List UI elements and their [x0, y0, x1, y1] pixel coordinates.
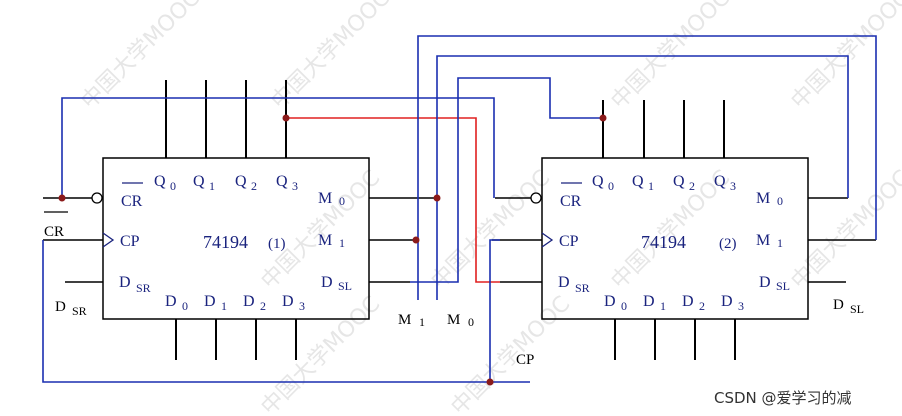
chip-1-q1-label: Q — [193, 173, 205, 190]
chip-1: Q 0 Q 1 Q 2 Q 3 CR CP D SR D 0 D 1 D 2 D… — [43, 80, 437, 360]
chip-2-index: (2) — [719, 236, 737, 252]
chip-2-q3-label: Q — [714, 173, 726, 190]
chip-1-name: 74194 — [203, 232, 248, 252]
chip-2-d1-sub: 1 — [660, 299, 666, 313]
chip-2-m0-label: M — [756, 190, 770, 207]
chip-2: Q 0 Q 1 Q 2 Q 3 CR CP D SR D 0 D 1 D 2 D… — [492, 100, 876, 360]
cp-bottom-wire — [42, 240, 530, 383]
chip-2-d0-label: D — [604, 293, 616, 310]
cr-shared-wire — [61, 97, 495, 198]
chip-1-dsl-label: D — [321, 274, 333, 291]
chip-1-m1-label: M — [318, 232, 332, 249]
q3-to-dsr-wire — [286, 117, 500, 283]
m0-shared-wire — [436, 55, 849, 300]
external-dsl-label: D — [833, 297, 844, 313]
chip-2-d2-label: D — [682, 293, 694, 310]
chip-2-q1-sub: 1 — [648, 179, 654, 193]
chip-1-d0-label: D — [165, 293, 177, 310]
chip-2-q1-label: Q — [632, 173, 644, 190]
credit-text: CSDN @爱学习的减 — [714, 389, 852, 407]
chip-2-body — [541, 157, 809, 320]
watermark-text: 中国大学MOOC — [607, 0, 736, 114]
chip-2-m1-sub: 1 — [777, 236, 783, 250]
chip-2-d1-label: D — [643, 293, 655, 310]
chip-2-dsr-label: D — [558, 274, 570, 291]
junction-node — [282, 114, 290, 122]
chip-2-cr-bubble — [530, 192, 542, 204]
q0-to-dsl-wire — [410, 77, 603, 283]
chip-2-d0-sub: 0 — [621, 299, 627, 313]
chip-2-dsl-sub: SL — [776, 279, 790, 293]
chip-1-q0-sub: 0 — [170, 179, 176, 193]
external-cr-label: CR — [44, 224, 64, 240]
chip-1-d3-label: D — [282, 293, 294, 310]
junction-node — [599, 114, 607, 122]
chip-2-d3-label: D — [721, 293, 733, 310]
external-dsl-sub: SL — [850, 302, 864, 316]
chip-2-name: 74194 — [641, 232, 686, 252]
chip-1-q1-sub: 1 — [209, 179, 215, 193]
junction-node — [486, 378, 494, 386]
junction-node — [58, 194, 66, 202]
chip-2-clock-marker — [541, 232, 554, 248]
chip-1-d0-sub: 0 — [182, 299, 188, 313]
chip-1-dsr-label: D — [119, 274, 131, 291]
m1-shared-wire — [417, 35, 877, 300]
chip-2-q0-sub: 0 — [608, 179, 614, 193]
chip-1-index: (1) — [268, 236, 286, 252]
external-m0-label: M — [447, 312, 460, 328]
watermark-text: 中国大学MOOC — [447, 292, 576, 416]
chip-1-q2-label: Q — [235, 173, 247, 190]
chip-1-d1-label: D — [204, 293, 216, 310]
external-m0-sub: 0 — [468, 315, 474, 329]
chip-2-dsl-label: D — [759, 274, 771, 291]
chip-1-d2-label: D — [243, 293, 255, 310]
chip-1-m1-sub: 1 — [339, 236, 345, 250]
chip-2-q0-label: Q — [592, 173, 604, 190]
external-dsr-sub: SR — [72, 304, 87, 318]
chip-2-q2-sub: 2 — [689, 179, 695, 193]
external-m1-label: M — [398, 312, 411, 328]
junction-node — [412, 236, 420, 244]
chip-2-q3-sub: 3 — [730, 179, 736, 193]
chip-1-cp-label: CP — [120, 233, 140, 250]
chip-1-d3-sub: 3 — [299, 299, 305, 313]
chip-1-m0-label: M — [318, 190, 332, 207]
chip-1-clock-marker — [102, 232, 115, 248]
chip-2-d3-sub: 3 — [738, 299, 744, 313]
watermark-text: 中国大学MOOC — [427, 166, 556, 295]
chip-1-q3-sub: 3 — [292, 179, 298, 193]
chip-1-cr-label: CR — [121, 193, 143, 210]
chip-2-cp-label: CP — [559, 233, 579, 250]
chip-1-q3-label: Q — [276, 173, 288, 190]
chip-1-body — [102, 157, 370, 320]
chip-1-dsr-sub: SR — [136, 281, 151, 295]
external-cp-label: CP — [516, 352, 534, 368]
chip-2-cr-label: CR — [560, 193, 582, 210]
chip-1-d1-sub: 1 — [221, 299, 227, 313]
chip-1-cr-bubble — [91, 192, 103, 204]
chip-2-m0-sub: 0 — [777, 194, 783, 208]
chip-1-m0-sub: 0 — [339, 194, 345, 208]
chip-1-q0-label: Q — [154, 173, 166, 190]
external-m1-sub: 1 — [419, 315, 425, 329]
watermark-text: 中国大学MOOC — [787, 0, 902, 114]
watermark-text: 中国大学MOOC — [77, 0, 206, 114]
chip-2-dsr-sub: SR — [575, 281, 590, 295]
watermark-text: 中国大学MOOC — [787, 166, 902, 295]
chip-1-d2-sub: 2 — [260, 299, 266, 313]
chip-2-m1-label: M — [756, 232, 770, 249]
chip-2-d2-sub: 2 — [699, 299, 705, 313]
chip-1-q2-sub: 2 — [251, 179, 257, 193]
junction-node — [433, 194, 441, 202]
cp-to-chip2-wire — [489, 239, 500, 382]
watermark-text: 中国大学MOOC — [257, 292, 386, 416]
external-dsr-label: D — [55, 299, 66, 315]
chip-1-dsl-sub: SL — [338, 279, 352, 293]
chip-2-q2-label: Q — [673, 173, 685, 190]
